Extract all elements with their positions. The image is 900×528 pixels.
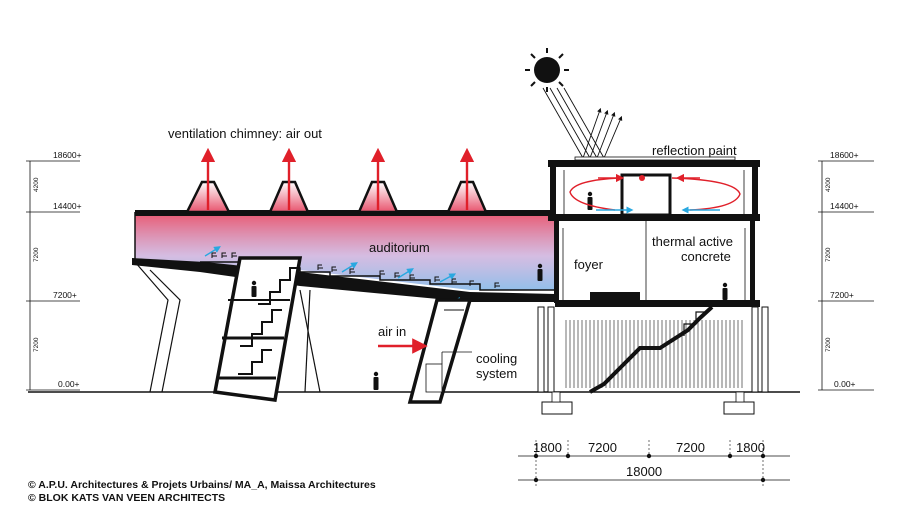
dim-total: 18000: [626, 464, 662, 479]
sun-icon: [525, 48, 569, 92]
person-icon: [251, 191, 728, 390]
right-dim-middle: 7200: [825, 247, 832, 262]
right-dim-upper: 4200: [825, 177, 832, 192]
left-level-top: 18600+: [53, 150, 82, 160]
reflection-paint-label: reflection paint: [652, 143, 737, 158]
left-level-scale: 18600+ 14400+ 7200+ 0.00+ 4200 7200 7200: [26, 150, 82, 391]
credit-line-2: © BLOK KATS VAN VEEN ARCHITECTS: [28, 492, 225, 504]
dim-7200-right: 7200: [676, 440, 705, 455]
horizontal-dimensions: 1800 7200 7200 1800 18000: [518, 440, 790, 486]
thermal-loop: [569, 173, 741, 214]
auditorium-volume: [132, 180, 555, 302]
dim-1800-right: 1800: [736, 440, 765, 455]
thermal-label-1: thermal active: [652, 234, 733, 249]
right-level-ground: 0.00+: [834, 379, 856, 389]
right-dim-lower: 7200: [825, 337, 832, 352]
cooling-label-1: cooling: [476, 351, 517, 366]
cooling-core: [407, 298, 473, 404]
credit-line-1: © A.P.U. Architectures & Projets Urbains…: [28, 479, 376, 491]
foyer-label: foyer: [574, 257, 604, 272]
thermal-label-2: concrete: [681, 249, 731, 264]
foyer-stair: [589, 305, 714, 394]
right-level-roof: 14400+: [830, 201, 859, 211]
left-dim-upper: 4200: [33, 177, 40, 192]
left-level-roof: 14400+: [53, 201, 82, 211]
dim-1800-left: 1800: [533, 440, 562, 455]
sun-rays: [542, 87, 623, 159]
left-stair-core: [212, 256, 303, 402]
left-level-first: 7200+: [53, 290, 77, 300]
chimney-label: ventilation chimney: air out: [168, 126, 322, 141]
left-dim-middle: 7200: [33, 247, 40, 262]
hot-air-arrows: [200, 147, 475, 210]
ground-floor-louvres: [565, 320, 743, 388]
right-level-first: 7200+: [830, 290, 854, 300]
left-dim-lower: 7200: [33, 337, 40, 352]
auditorium-label: auditorium: [369, 240, 430, 255]
left-struts: [134, 261, 321, 393]
air-in-label: air in: [378, 324, 406, 339]
right-level-top: 18600+: [830, 150, 859, 160]
auditorium-seats: [211, 252, 500, 288]
foyer-block: [537, 156, 769, 415]
dim-7200-left: 7200: [588, 440, 617, 455]
right-level-scale: 18600+ 14400+ 7200+ 0.00+ 4200 7200 7200: [818, 150, 874, 391]
cooling-label-2: system: [476, 366, 517, 381]
left-level-ground: 0.00+: [58, 379, 80, 389]
